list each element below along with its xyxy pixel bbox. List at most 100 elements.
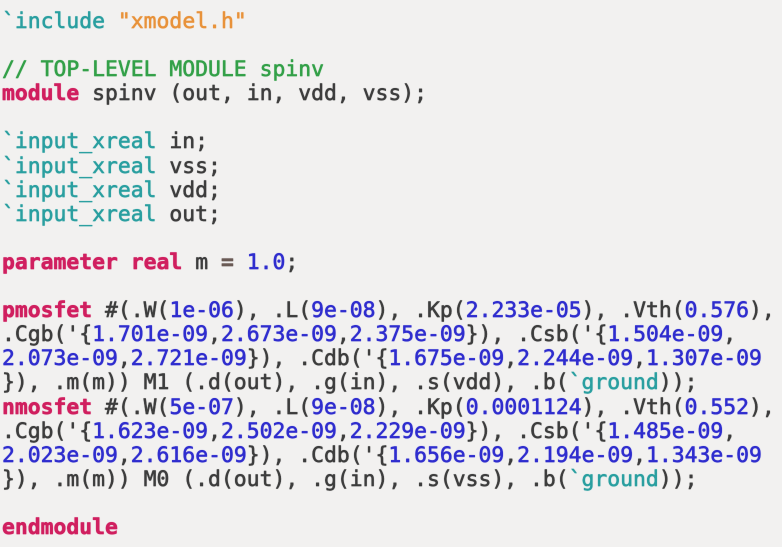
token-number: 2.194e-09 [517, 442, 634, 468]
token-text: in; [156, 129, 209, 155]
token-preprocessor: `ground [568, 466, 659, 492]
token-number: 2.023e-09 [2, 442, 118, 468]
token-number: 2.616e-09 [130, 442, 247, 468]
token-number: 2.233e-05 [465, 298, 582, 324]
token-text: #(.W( [92, 394, 170, 420]
token-number: 1.307e-09 [645, 346, 762, 372]
token-number: 2.073e-09 [2, 346, 118, 372]
token-number: 9e-08 [311, 298, 376, 324]
token-keyword: nmosfet [2, 394, 93, 420]
token-number: 1.485e-09 [607, 418, 724, 444]
token-text: }), .Cdb('{ [246, 346, 389, 372]
token-text: ), .Vth( [581, 394, 685, 420]
token-text: .Cgb('{ [2, 322, 93, 348]
token-text: ; [285, 249, 299, 275]
token-text: .Cgb('{ [2, 418, 93, 444]
token-text: , [723, 322, 737, 348]
token-number: 1e-06 [169, 298, 234, 324]
token-preprocessor: `input_xreal [2, 177, 157, 203]
token-number: 1.623e-09 [92, 418, 209, 444]
token-text: #(.W( [92, 298, 170, 324]
token-operator: = [220, 249, 234, 275]
code-line: endmodule [2, 515, 118, 540]
token-text: out; [156, 201, 221, 227]
token-number: 1.343e-09 [645, 442, 762, 468]
token-text: ), .L( [233, 394, 312, 420]
token-preprocessor: `input_xreal [2, 129, 157, 155]
token-text: ), [749, 394, 775, 420]
token-text: , [633, 346, 646, 372]
token-number: 5e-07 [169, 394, 234, 420]
token-number: 0.0001124 [465, 394, 582, 420]
token-text: }), .Cdb('{ [246, 442, 389, 468]
token-comment: // TOP-LEVEL MODULE spinv [2, 57, 324, 83]
token-text [105, 9, 118, 34]
code-line: }), .m(m)) M0 (.d(out), .g(in), .s(vss),… [2, 466, 698, 492]
token-number: 9e-08 [311, 394, 376, 420]
token-keyword: pmosfet [2, 298, 93, 324]
token-text: )); [658, 466, 698, 492]
token-text: }), .m(m)) M1 (.d(out), .g(in), .s(vdd),… [2, 370, 569, 396]
token-text: m [182, 249, 221, 275]
token-keyword: module [2, 81, 80, 107]
code-line: parameter real m = 1.0; [2, 249, 299, 275]
token-text: , [117, 442, 131, 468]
token-number: 1.701e-09 [92, 322, 209, 348]
code-line: pmosfet #(.W(1e-06), .L(9e-08), .Kp(2.23… [2, 298, 775, 323]
token-text: }), .m(m)) M0 (.d(out), .g(in), .s(vss),… [2, 466, 569, 492]
code-line: `input_xreal vdd; [2, 178, 221, 203]
token-text: , [208, 418, 221, 444]
token-text: , [208, 322, 221, 348]
token-keyword: parameter [2, 249, 118, 275]
code-line: `input_xreal out; [2, 202, 221, 227]
token-text: ), .Kp( [375, 298, 466, 324]
code-line: module spinv (out, in, vdd, vss); [2, 81, 427, 107]
token-text [118, 250, 131, 275]
code-line: 2.023e-09,2.616e-09}), .Cdb('{1.656e-09,… [2, 443, 762, 468]
token-number: 1.0 [246, 249, 286, 275]
token-text: spinv (out, in, vdd, vss); [79, 81, 427, 107]
token-number: 1.675e-09 [388, 346, 505, 372]
code-line: 2.073e-09,2.721e-09}), .Cdb('{1.675e-09,… [2, 346, 762, 372]
token-number: 1.656e-09 [388, 442, 505, 468]
token-text: ), .Vth( [581, 298, 685, 324]
token-text: }), .Csb('{ [465, 322, 608, 348]
token-text: )); [658, 370, 698, 396]
code-line: `input_xreal in; [2, 129, 209, 155]
code-line: .Cgb('{1.701e-09,2.673e-09,2.375e-09}), … [2, 322, 737, 348]
token-text: , [504, 442, 518, 468]
code-line: }), .m(m)) M1 (.d(out), .g(in), .s(vdd),… [2, 370, 698, 396]
code-line: nmosfet #(.W(5e-07), .L(9e-08), .Kp(0.00… [2, 395, 775, 420]
token-number: 0.576 [684, 298, 750, 324]
token-text: ), .Kp( [375, 394, 466, 420]
token-number: 0.552 [684, 394, 750, 420]
token-string: "xmodel.h" [117, 9, 247, 34]
token-number: 2.244e-09 [517, 346, 634, 372]
token-preprocessor: `input_xreal [2, 201, 157, 227]
token-text: vdd; [156, 177, 221, 203]
token-text: ), [749, 298, 775, 324]
token-text: vss; [156, 153, 221, 179]
token-number: 2.673e-09 [220, 322, 337, 348]
token-text: , [723, 418, 737, 444]
token-text: , [504, 346, 518, 372]
code-content: `include "xmodel.h" // TOP-LEVEL MODULE … [2, 9, 775, 540]
token-number: 1.504e-09 [607, 322, 724, 348]
token-text: , [336, 322, 350, 348]
token-preprocessor: `input_xreal [2, 153, 157, 179]
token-preprocessor: `include [2, 9, 106, 34]
token-text: }), .Csb('{ [465, 418, 608, 444]
token-number: 2.502e-09 [220, 418, 337, 444]
token-text: ), .L( [233, 298, 312, 324]
token-text: , [117, 346, 131, 372]
token-number: 2.375e-09 [349, 322, 466, 348]
code-line: `input_xreal vss; [2, 154, 221, 179]
token-text: , [336, 418, 350, 444]
token-keyword: real [130, 249, 183, 275]
token-keyword: endmodule [2, 514, 118, 540]
token-number: 2.229e-09 [349, 418, 466, 444]
token-text: , [633, 442, 646, 468]
token-number: 2.721e-09 [130, 346, 247, 372]
